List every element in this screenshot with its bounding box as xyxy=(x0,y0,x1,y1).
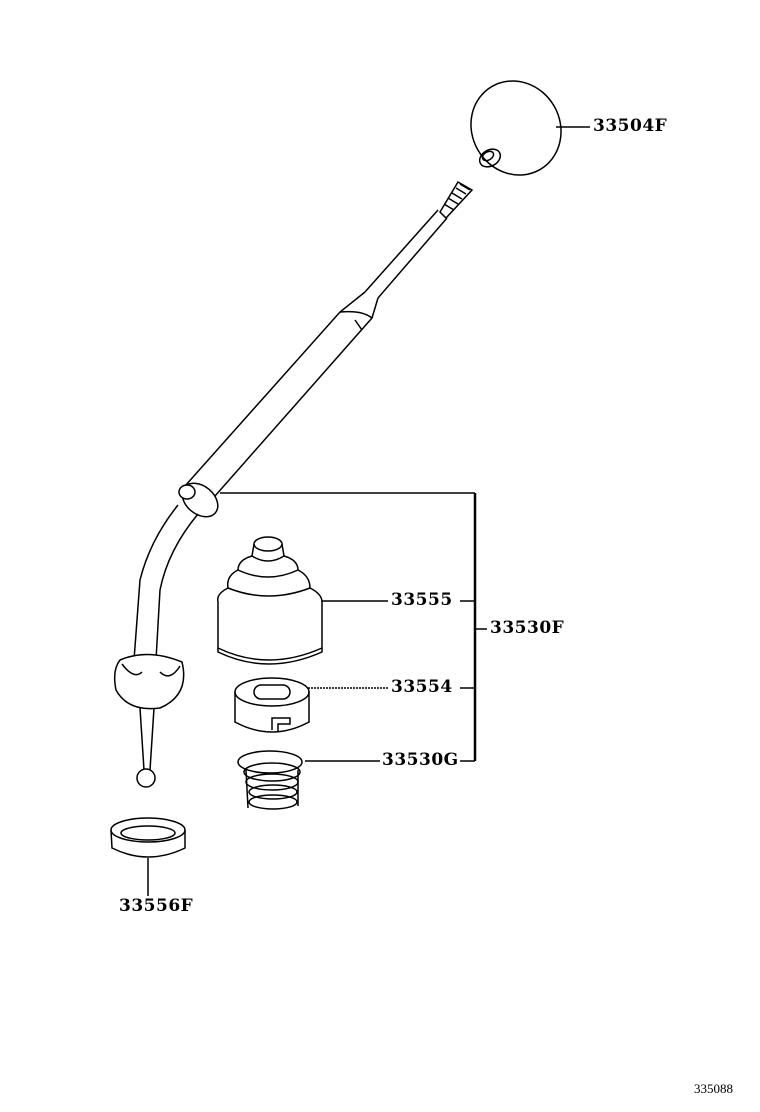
seat-33556F[interactable] xyxy=(110,817,186,858)
part-label-33555[interactable]: 33555 xyxy=(391,590,453,610)
leader-lines xyxy=(147,126,590,896)
part-label-33530G[interactable]: 33530G xyxy=(382,750,459,770)
part-label-33554[interactable]: 33554 xyxy=(391,677,453,697)
boot-33555[interactable] xyxy=(216,536,323,665)
part-label-33504F[interactable]: 33504F xyxy=(593,116,668,136)
bushing-33554[interactable] xyxy=(234,677,310,733)
spring-33530G[interactable] xyxy=(237,750,303,810)
shift-knob[interactable] xyxy=(454,64,578,191)
part-label-33530F[interactable]: 33530F xyxy=(490,618,565,638)
part-label-33556F[interactable]: 33556F xyxy=(119,896,194,916)
diagram-id: 335088 xyxy=(694,1081,733,1096)
shift-lever[interactable] xyxy=(113,180,474,788)
